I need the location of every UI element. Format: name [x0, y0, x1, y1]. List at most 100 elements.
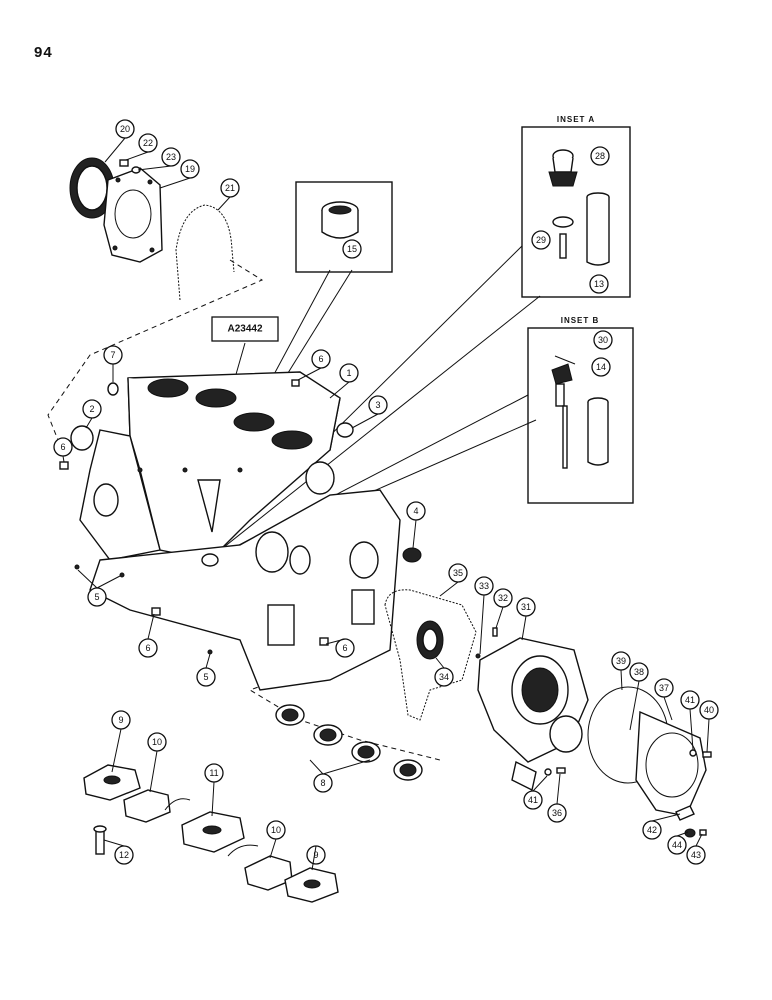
callout-44: 44	[667, 835, 687, 855]
callout-35: 35	[448, 563, 468, 583]
svg-text:1: 1	[346, 368, 351, 378]
callout-6-bottom-left: 6	[138, 638, 158, 658]
callout-leaders	[62, 137, 710, 871]
callout-10-top: 10	[147, 732, 167, 752]
inset-a-title: INSET A	[557, 115, 595, 124]
callout-6-top: 6	[311, 349, 331, 369]
expansion-plug-3	[336, 422, 354, 438]
svg-text:7: 7	[110, 350, 115, 360]
inset-b-box	[527, 327, 634, 504]
rear-seal-retainer	[103, 167, 163, 263]
callout-33: 33	[474, 576, 494, 596]
front-cover-gasket-35	[384, 589, 477, 721]
bearing-shell-a	[164, 798, 191, 811]
callout-1: 1	[339, 363, 359, 383]
plug-5-b	[119, 572, 125, 578]
rear-oil-seal	[69, 157, 115, 219]
bracket-42	[675, 805, 695, 821]
plug-5-c	[207, 649, 213, 655]
main-bearing-cap-10-a	[123, 789, 171, 823]
callout-28: 28	[590, 146, 610, 166]
svg-text:6: 6	[145, 643, 150, 653]
main-bearing-cap-9-b	[284, 867, 339, 903]
part-number-label: A23442	[211, 316, 279, 342]
washer-41-a	[689, 749, 697, 757]
callout-10-bottom: 10	[266, 820, 286, 840]
svg-text:21: 21	[225, 183, 235, 193]
bolt-22	[119, 159, 129, 167]
dashed-group-line-top	[47, 259, 264, 451]
svg-text:30: 30	[598, 335, 608, 345]
cap-bolt-12	[93, 825, 107, 855]
callout-40: 40	[699, 700, 719, 720]
bolt-40	[702, 751, 712, 758]
main-bearing-cap-11	[181, 811, 245, 853]
plug-6-c	[151, 607, 161, 616]
bolt-36	[556, 767, 566, 774]
cam-bearing-8-c	[351, 741, 381, 763]
pin-32	[492, 627, 498, 637]
callout-14: 14	[591, 357, 611, 377]
svg-text:22: 22	[143, 138, 153, 148]
svg-text:41: 41	[528, 795, 538, 805]
callout-2: 2	[82, 399, 102, 419]
filler-tube-13	[559, 192, 610, 266]
svg-text:20: 20	[120, 124, 130, 134]
svg-text:10: 10	[271, 825, 281, 835]
inset-b-title: INSET B	[561, 316, 600, 325]
plug-6-a	[59, 461, 69, 470]
svg-text:8: 8	[320, 778, 325, 788]
oil-seal-34	[416, 620, 444, 660]
plug-6-b	[291, 379, 300, 387]
svg-text:23: 23	[166, 152, 176, 162]
callout-32: 32	[493, 588, 513, 608]
svg-text:14: 14	[596, 362, 606, 372]
callout-21: 21	[220, 178, 240, 198]
svg-text:39: 39	[616, 656, 626, 666]
svg-text:37: 37	[659, 683, 669, 693]
svg-text:9: 9	[118, 715, 123, 725]
callout-9-top: 9	[111, 710, 131, 730]
pin-33	[475, 653, 481, 659]
callout-30: 30	[593, 330, 613, 350]
oil-filler-cap-28	[548, 149, 578, 187]
dipstick-tube-14	[587, 397, 609, 466]
callout-22: 22	[138, 133, 158, 153]
svg-text:13: 13	[594, 279, 604, 289]
callout-4: 4	[406, 501, 426, 521]
callout-29: 29	[531, 230, 551, 250]
o-ring-29	[552, 216, 574, 228]
dipstick-30	[551, 355, 576, 469]
svg-text:9: 9	[313, 850, 318, 860]
cylinder-sleeve-15	[321, 201, 359, 239]
svg-text:29: 29	[536, 235, 546, 245]
callout-41-bottom: 41	[523, 790, 543, 810]
svg-text:41: 41	[685, 695, 695, 705]
callout-6-left: 6	[53, 437, 73, 457]
callout-8: 8	[313, 773, 333, 793]
svg-text:6: 6	[342, 643, 347, 653]
inset-a-box	[521, 126, 631, 298]
main-bearing-cap-10-b	[244, 855, 293, 891]
svg-text:34: 34	[439, 672, 449, 682]
cam-bearing-8-a	[275, 704, 305, 726]
page-number: 94	[34, 44, 53, 61]
callout-38: 38	[629, 662, 649, 682]
callout-41-right: 41	[680, 690, 700, 710]
main-bearing-cap-9-a	[83, 764, 141, 801]
callout-23: 23	[161, 147, 181, 167]
plug-7	[107, 382, 119, 396]
svg-text:40: 40	[704, 705, 714, 715]
part-number-label-text: A23442	[227, 324, 262, 335]
svg-text:11: 11	[209, 768, 218, 778]
callout-42: 42	[642, 820, 662, 840]
screw-43	[699, 829, 707, 836]
svg-text:35: 35	[453, 568, 463, 578]
leader-inset-a-2	[213, 295, 541, 556]
svg-text:15: 15	[347, 244, 357, 254]
callout-11: 11	[204, 763, 224, 783]
svg-text:12: 12	[119, 850, 129, 860]
callout-15: 15	[342, 239, 362, 259]
washer-41-b	[544, 768, 552, 776]
